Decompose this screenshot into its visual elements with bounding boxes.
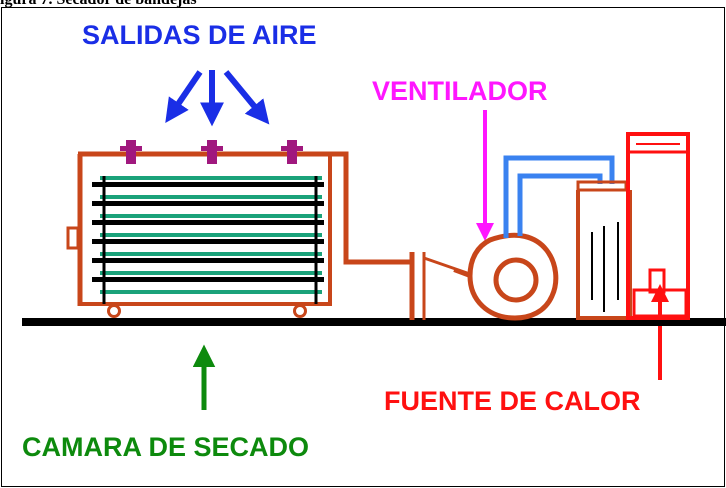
heat-source-unit [576, 132, 690, 320]
air-outlet-pipes [120, 140, 303, 164]
ground-line [22, 318, 726, 326]
fan-label: VENTILADOR [372, 76, 548, 106]
drying-chamber [66, 140, 410, 306]
air-outlets-label: SALIDAS DE AIRE [82, 20, 317, 50]
figure-frame [1, 7, 725, 487]
drying-trays [92, 176, 324, 304]
rack-wheels [107, 304, 307, 318]
heat-source-label: FUENTE DE CALOR [384, 386, 641, 416]
air-outlet-arrows [165, 70, 270, 127]
air-duct [503, 155, 615, 238]
figure-caption: igura 7. Secador de bandejas [0, 0, 197, 9]
fan-connection [409, 252, 471, 320]
fan [453, 232, 559, 321]
drying-chamber-label: CAMARA DE SECADO [22, 432, 309, 462]
